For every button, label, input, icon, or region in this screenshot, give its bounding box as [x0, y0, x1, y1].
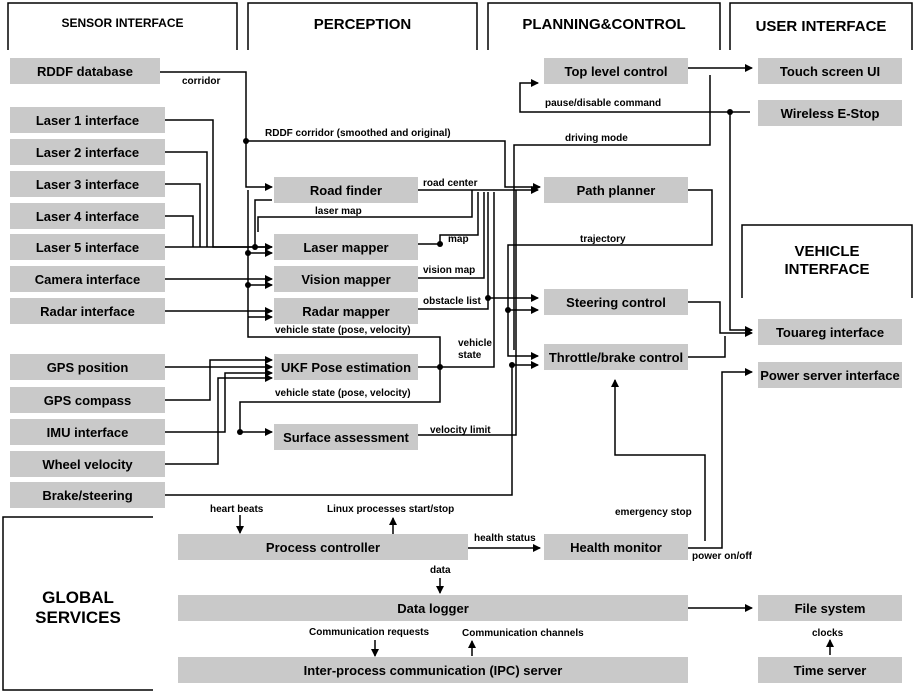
header-planning-control: PLANNING&CONTROL [522, 16, 686, 33]
label-pause-disable: pause/disable command [545, 98, 662, 109]
box-radar-mapper: Radar mapper [274, 298, 418, 324]
label-corridor: corridor [182, 76, 221, 87]
box-touareg-interface: Touareg interface [758, 319, 902, 345]
label-laser-map: laser map [315, 206, 362, 217]
box-data-logger: Data logger [178, 595, 688, 621]
label-health-status: health status [474, 533, 536, 544]
label-comm-requests: Communication requests [309, 627, 430, 638]
label-power-on-off: power on/off [692, 551, 752, 562]
box-laser-4: Laser 4 interface [10, 203, 165, 229]
label-map: map [448, 234, 469, 245]
box-rddf-database: RDDF database [10, 58, 160, 84]
box-imu-interface: IMU interface [10, 419, 165, 445]
label-rddf-corridor: RDDF corridor (smoothed and original) [265, 128, 451, 139]
box-laser-1: Laser 1 interface [10, 107, 165, 133]
box-road-finder: Road finder [274, 177, 418, 203]
label-trajectory: trajectory [580, 234, 626, 245]
header-perception: PERCEPTION [313, 16, 412, 33]
box-vision-mapper: Vision mapper [274, 266, 418, 292]
label-data: data [430, 565, 451, 576]
label-vehicle-state: vehicle state [458, 338, 492, 362]
box-ipc-server: Inter-process communication (IPC) server [178, 657, 688, 683]
label-vehicle-line2: state [458, 350, 482, 361]
header-vehicle-line2: INTERFACE [784, 261, 870, 278]
header-global-line2: SERVICES [35, 608, 121, 627]
label-linux-processes: Linux processes start/stop [327, 504, 455, 515]
header-sensor-interface: SENSOR INTERFACE [61, 16, 184, 30]
box-wireless-estop: Wireless E-Stop [758, 100, 902, 126]
label-emergency-stop: emergency stop [615, 507, 692, 518]
label-road-center: road center [423, 178, 478, 189]
box-ukf-pose-estimation: UKF Pose estimation [274, 354, 418, 380]
box-health-monitor: Health monitor [544, 534, 688, 560]
label-clocks: clocks [812, 628, 844, 639]
label-obstacle-list: obstacle list [423, 296, 481, 307]
box-radar-interface: Radar interface [10, 298, 165, 324]
box-steering-control: Steering control [544, 289, 688, 315]
box-laser-5: Laser 5 interface [10, 234, 165, 260]
label-vehicle-state-bottom: vehicle state (pose, velocity) [275, 388, 411, 399]
box-wheel-velocity: Wheel velocity [10, 451, 165, 477]
header-global-line1: GLOBAL [42, 588, 114, 607]
box-top-level-control: Top level control [544, 58, 688, 84]
header-user-interface: USER INTERFACE [755, 18, 887, 35]
box-brake-steering: Brake/steering [10, 482, 165, 508]
box-path-planner: Path planner [544, 177, 688, 203]
label-heart-beats: heart beats [210, 504, 264, 515]
box-file-system: File system [758, 595, 902, 621]
box-process-controller: Process controller [178, 534, 468, 560]
box-surface-assessment: Surface assessment [274, 424, 418, 450]
box-gps-compass: GPS compass [10, 387, 165, 413]
label-vehicle-state-top: vehicle state (pose, velocity) [275, 325, 411, 336]
box-touch-screen-ui: Touch screen UI [758, 58, 902, 84]
label-comm-channels: Communication channels [462, 628, 584, 639]
box-power-server-interface: Power server interface [758, 362, 902, 388]
header-global-services: GLOBAL SERVICES [18, 588, 138, 628]
box-camera-interface: Camera interface [10, 266, 165, 292]
box-gps-position: GPS position [10, 354, 165, 380]
box-laser-mapper: Laser mapper [274, 234, 418, 260]
box-laser-2: Laser 2 interface [10, 139, 165, 165]
header-vehicle-line1: VEHICLE [794, 243, 860, 260]
box-laser-3: Laser 3 interface [10, 171, 165, 197]
box-time-server: Time server [758, 657, 902, 683]
header-vehicle-interface: VEHICLE INTERFACE [742, 243, 912, 279]
label-driving-mode: driving mode [565, 133, 628, 144]
box-throttle-brake-control: Throttle/brake control [544, 344, 688, 370]
label-vision-map: vision map [423, 265, 476, 276]
label-vehicle-line1: vehicle [458, 338, 492, 349]
label-velocity-limit: velocity limit [430, 425, 491, 436]
